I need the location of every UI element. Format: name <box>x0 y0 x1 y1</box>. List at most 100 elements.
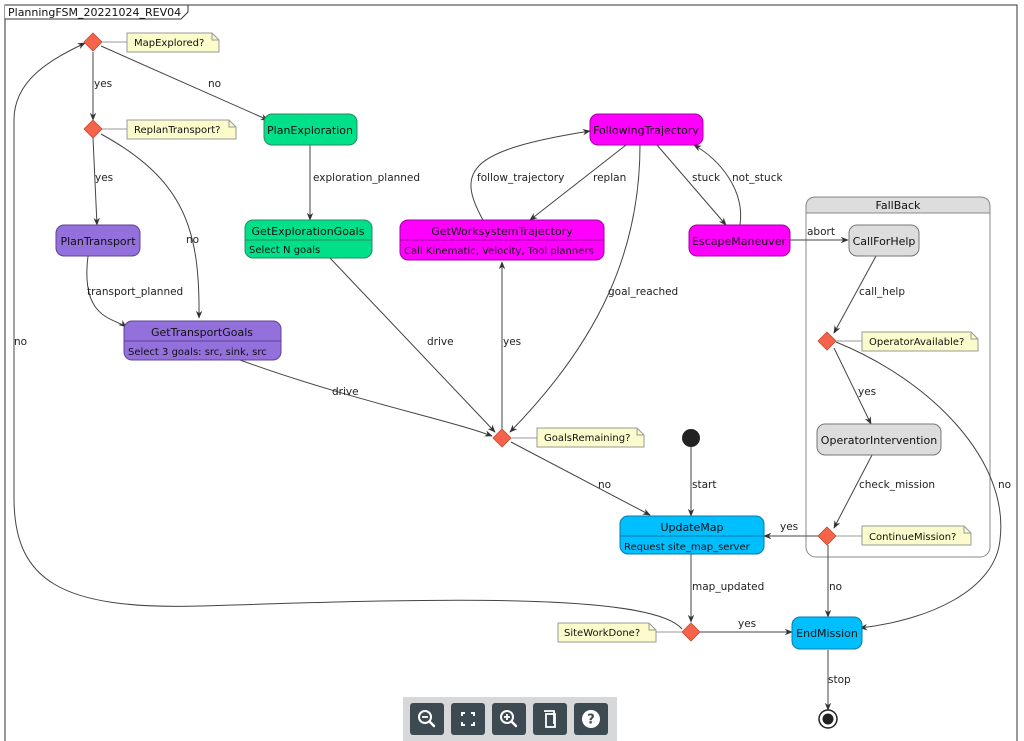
edge-goals-no <box>510 441 651 516</box>
edge-call-help <box>833 255 877 334</box>
label-operator-yes: yes <box>858 386 876 398</box>
label-drive-exploration: drive <box>427 336 454 348</box>
edge-drive-exploration <box>329 257 496 433</box>
label-map-yes: yes <box>94 78 112 90</box>
state-end-mission[interactable]: EndMission <box>791 616 863 650</box>
label-map-updated: map_updated <box>692 581 764 593</box>
label-goals-yes: yes <box>503 336 521 348</box>
label-not-stuck: not_stuck <box>732 172 783 184</box>
edge-transport-planned <box>86 255 127 328</box>
edge-replan-yes <box>92 137 100 226</box>
svg-text:GetTransportGoals: GetTransportGoals <box>151 326 253 339</box>
svg-text:GetExplorationGoals: GetExplorationGoals <box>252 225 365 238</box>
diagram-title: PlanningFSM_20221024_REV04 <box>8 6 181 19</box>
state-plan-exploration[interactable]: PlanExploration <box>263 113 358 146</box>
label-call-help: call_help <box>859 286 905 298</box>
label-stuck: stuck <box>692 172 721 184</box>
label-continue-no: no <box>829 581 842 593</box>
label-replan-yes: yes <box>95 172 113 184</box>
zoom-out-icon <box>418 710 436 728</box>
edge-drive-transport <box>239 359 493 437</box>
note-continue-mission: ContinueMission? <box>836 525 972 546</box>
state-get-worksystem-trajectory[interactable]: GetWorksystemTrajectory Call Kinematic, … <box>399 219 605 261</box>
label-replan: replan <box>593 172 626 184</box>
zoom-in-button[interactable] <box>492 703 526 735</box>
edges <box>13 42 1002 711</box>
label-follow-trajectory: follow_trajectory <box>477 172 564 184</box>
choice-continue-mission <box>817 526 837 546</box>
choice-replan-transport <box>83 119 103 139</box>
label-sitework-no: no <box>14 336 27 348</box>
label-goal-reached: goal_reached <box>608 286 678 298</box>
svg-text:EscapeManeuver: EscapeManeuver <box>692 235 786 248</box>
edge-replan-no <box>100 133 203 319</box>
note-operator-available: OperatorAvailable? <box>836 331 979 352</box>
state-update-map[interactable]: UpdateMap Request site_map_server <box>619 515 765 555</box>
help-button[interactable]: ? <box>574 703 608 735</box>
state-get-transport-goals[interactable]: GetTransportGoals Select 3 goals: src, s… <box>123 320 282 361</box>
zoom-in-icon <box>500 710 518 728</box>
state-following-trajectory[interactable]: FollowingTrajectory <box>589 113 704 146</box>
fit-screen-icon <box>461 712 475 726</box>
label-exploration-planned: exploration_planned <box>313 172 420 184</box>
edge-sitework-no <box>13 42 683 630</box>
label-drive-transport: drive <box>332 386 359 398</box>
copy-button[interactable] <box>533 703 567 735</box>
choice-goals-remaining <box>492 428 512 448</box>
svg-text:EndMission: EndMission <box>796 627 858 640</box>
edge-replan <box>529 144 627 221</box>
label-start: start <box>692 479 716 491</box>
label-stop: stop <box>828 674 851 686</box>
svg-text:Select N goals: Select N goals <box>249 245 320 256</box>
label-map-no: no <box>208 78 221 90</box>
note-replan-transport: ReplanTransport? <box>102 119 237 140</box>
edge-check-mission <box>833 454 873 529</box>
label-sitework-yes: yes <box>738 618 756 630</box>
state-operator-intervention[interactable]: OperatorIntervention <box>816 423 942 456</box>
state-plan-transport[interactable]: PlanTransport <box>55 224 141 257</box>
svg-text:PlanTransport: PlanTransport <box>60 235 136 248</box>
state-call-for-help[interactable]: CallForHelp <box>848 224 920 257</box>
state-escape-maneuver[interactable]: EscapeManeuver <box>688 224 791 257</box>
choice-sitework-done <box>681 622 701 642</box>
svg-text:GetWorksystemTrajectory: GetWorksystemTrajectory <box>431 225 573 238</box>
svg-text:MapExplored?: MapExplored? <box>134 38 204 49</box>
svg-text:OperatorAvailable?: OperatorAvailable? <box>869 337 964 348</box>
svg-text:ReplanTransport?: ReplanTransport? <box>134 125 220 136</box>
edge-follow-trajectory <box>470 128 591 221</box>
svg-text:FollowingTrajectory: FollowingTrajectory <box>593 124 699 137</box>
label-continue-yes: yes <box>780 521 798 533</box>
note-sitework-done: SiteWorkDone? <box>557 622 682 643</box>
label-abort: abort <box>807 226 835 238</box>
svg-text:SiteWorkDone?: SiteWorkDone? <box>564 628 640 639</box>
svg-text:PlanExploration: PlanExploration <box>267 124 353 137</box>
title-tab <box>5 4 189 20</box>
svg-text:CallForHelp: CallForHelp <box>853 235 916 248</box>
edge-not-stuck <box>693 144 742 226</box>
edge-stuck <box>656 144 727 226</box>
zoom-out-button[interactable] <box>410 703 444 735</box>
state-get-exploration-goals[interactable]: GetExplorationGoals Select N goals <box>244 219 373 259</box>
fallback-title: FallBack <box>876 199 922 212</box>
label-replan-no: no <box>186 234 199 246</box>
svg-text:GoalsRemaining?: GoalsRemaining? <box>544 433 630 444</box>
label-check-mission: check_mission <box>859 479 935 491</box>
fallback-group: FallBack <box>805 196 991 558</box>
label-transport-planned: transport_planned <box>87 286 183 298</box>
diagram-frame <box>4 4 1018 741</box>
svg-text:Select 3 goals: src, sink, src: Select 3 goals: src, sink, src <box>128 347 267 358</box>
svg-text:Call Kinematic, Velocity, Tool: Call Kinematic, Velocity, Tool planners <box>404 246 594 257</box>
edge-operator-yes <box>833 347 872 425</box>
note-map-explored: MapExplored? <box>102 32 220 53</box>
svg-text:OperatorIntervention: OperatorIntervention <box>821 434 937 447</box>
note-goals-remaining: GoalsRemaining? <box>511 427 645 448</box>
fit-screen-button[interactable] <box>451 703 485 735</box>
edge-map-no <box>100 45 269 121</box>
help-icon: ? <box>582 710 600 728</box>
svg-text:Request site_map_server: Request site_map_server <box>624 542 751 553</box>
edge-goal-reached <box>509 144 641 433</box>
svg-text:ContinueMission?: ContinueMission? <box>869 532 956 543</box>
choice-map-explored <box>83 32 103 52</box>
copy-icon <box>544 710 556 728</box>
